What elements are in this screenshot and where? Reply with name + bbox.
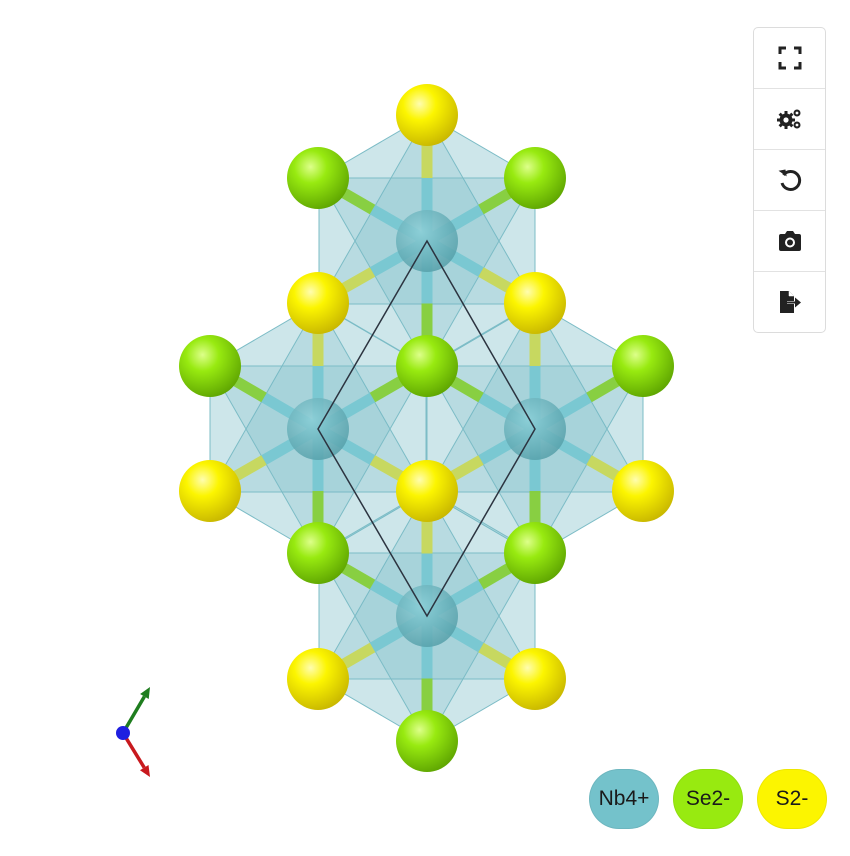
fullscreen-icon xyxy=(778,46,801,70)
gears-icon xyxy=(776,109,800,129)
se-atom xyxy=(396,335,458,397)
y-axis-shaft xyxy=(121,695,146,734)
s-atom xyxy=(612,460,674,522)
element-legend: Nb4+ Se2- S2- xyxy=(589,769,829,831)
se-atom xyxy=(396,710,458,772)
rotate-left-icon xyxy=(778,169,801,191)
file-export-icon xyxy=(779,291,801,313)
settings-button[interactable] xyxy=(754,89,825,150)
se-atom xyxy=(504,147,566,209)
s-atom xyxy=(179,460,241,522)
export-button[interactable] xyxy=(754,272,825,332)
s-atom xyxy=(396,460,458,522)
fullscreen-button[interactable] xyxy=(754,28,825,89)
se-atom xyxy=(179,335,241,397)
legend-chip-s[interactable]: S2- xyxy=(757,769,827,829)
se-atom xyxy=(504,522,566,584)
legend-chip-nb[interactable]: Nb4+ xyxy=(589,769,659,829)
unit-cell-outline xyxy=(317,239,536,618)
z-axis-dot xyxy=(116,726,130,740)
y-axis-head xyxy=(140,687,150,700)
viewer-toolbar xyxy=(753,27,826,333)
camera-icon xyxy=(778,231,801,251)
s-atom xyxy=(287,272,349,334)
se-atom xyxy=(287,147,349,209)
s-atom xyxy=(396,84,458,146)
se-atom xyxy=(612,335,674,397)
reset-view-button[interactable] xyxy=(754,150,825,211)
se-atom xyxy=(287,522,349,584)
legend-chip-se[interactable]: Se2- xyxy=(673,769,743,829)
unit-cell-layer xyxy=(317,239,536,618)
s-atom xyxy=(504,648,566,710)
legend-label-s: S2- xyxy=(775,787,809,810)
legend-label-se: Se2- xyxy=(685,787,731,810)
s-atom xyxy=(504,272,566,334)
x-axis-head xyxy=(139,765,150,777)
axes-indicator xyxy=(116,687,150,777)
s-atom xyxy=(287,648,349,710)
anion-atoms-layer xyxy=(179,84,674,772)
legend-label-nb: Nb4+ xyxy=(598,787,650,810)
screenshot-button[interactable] xyxy=(754,211,825,272)
